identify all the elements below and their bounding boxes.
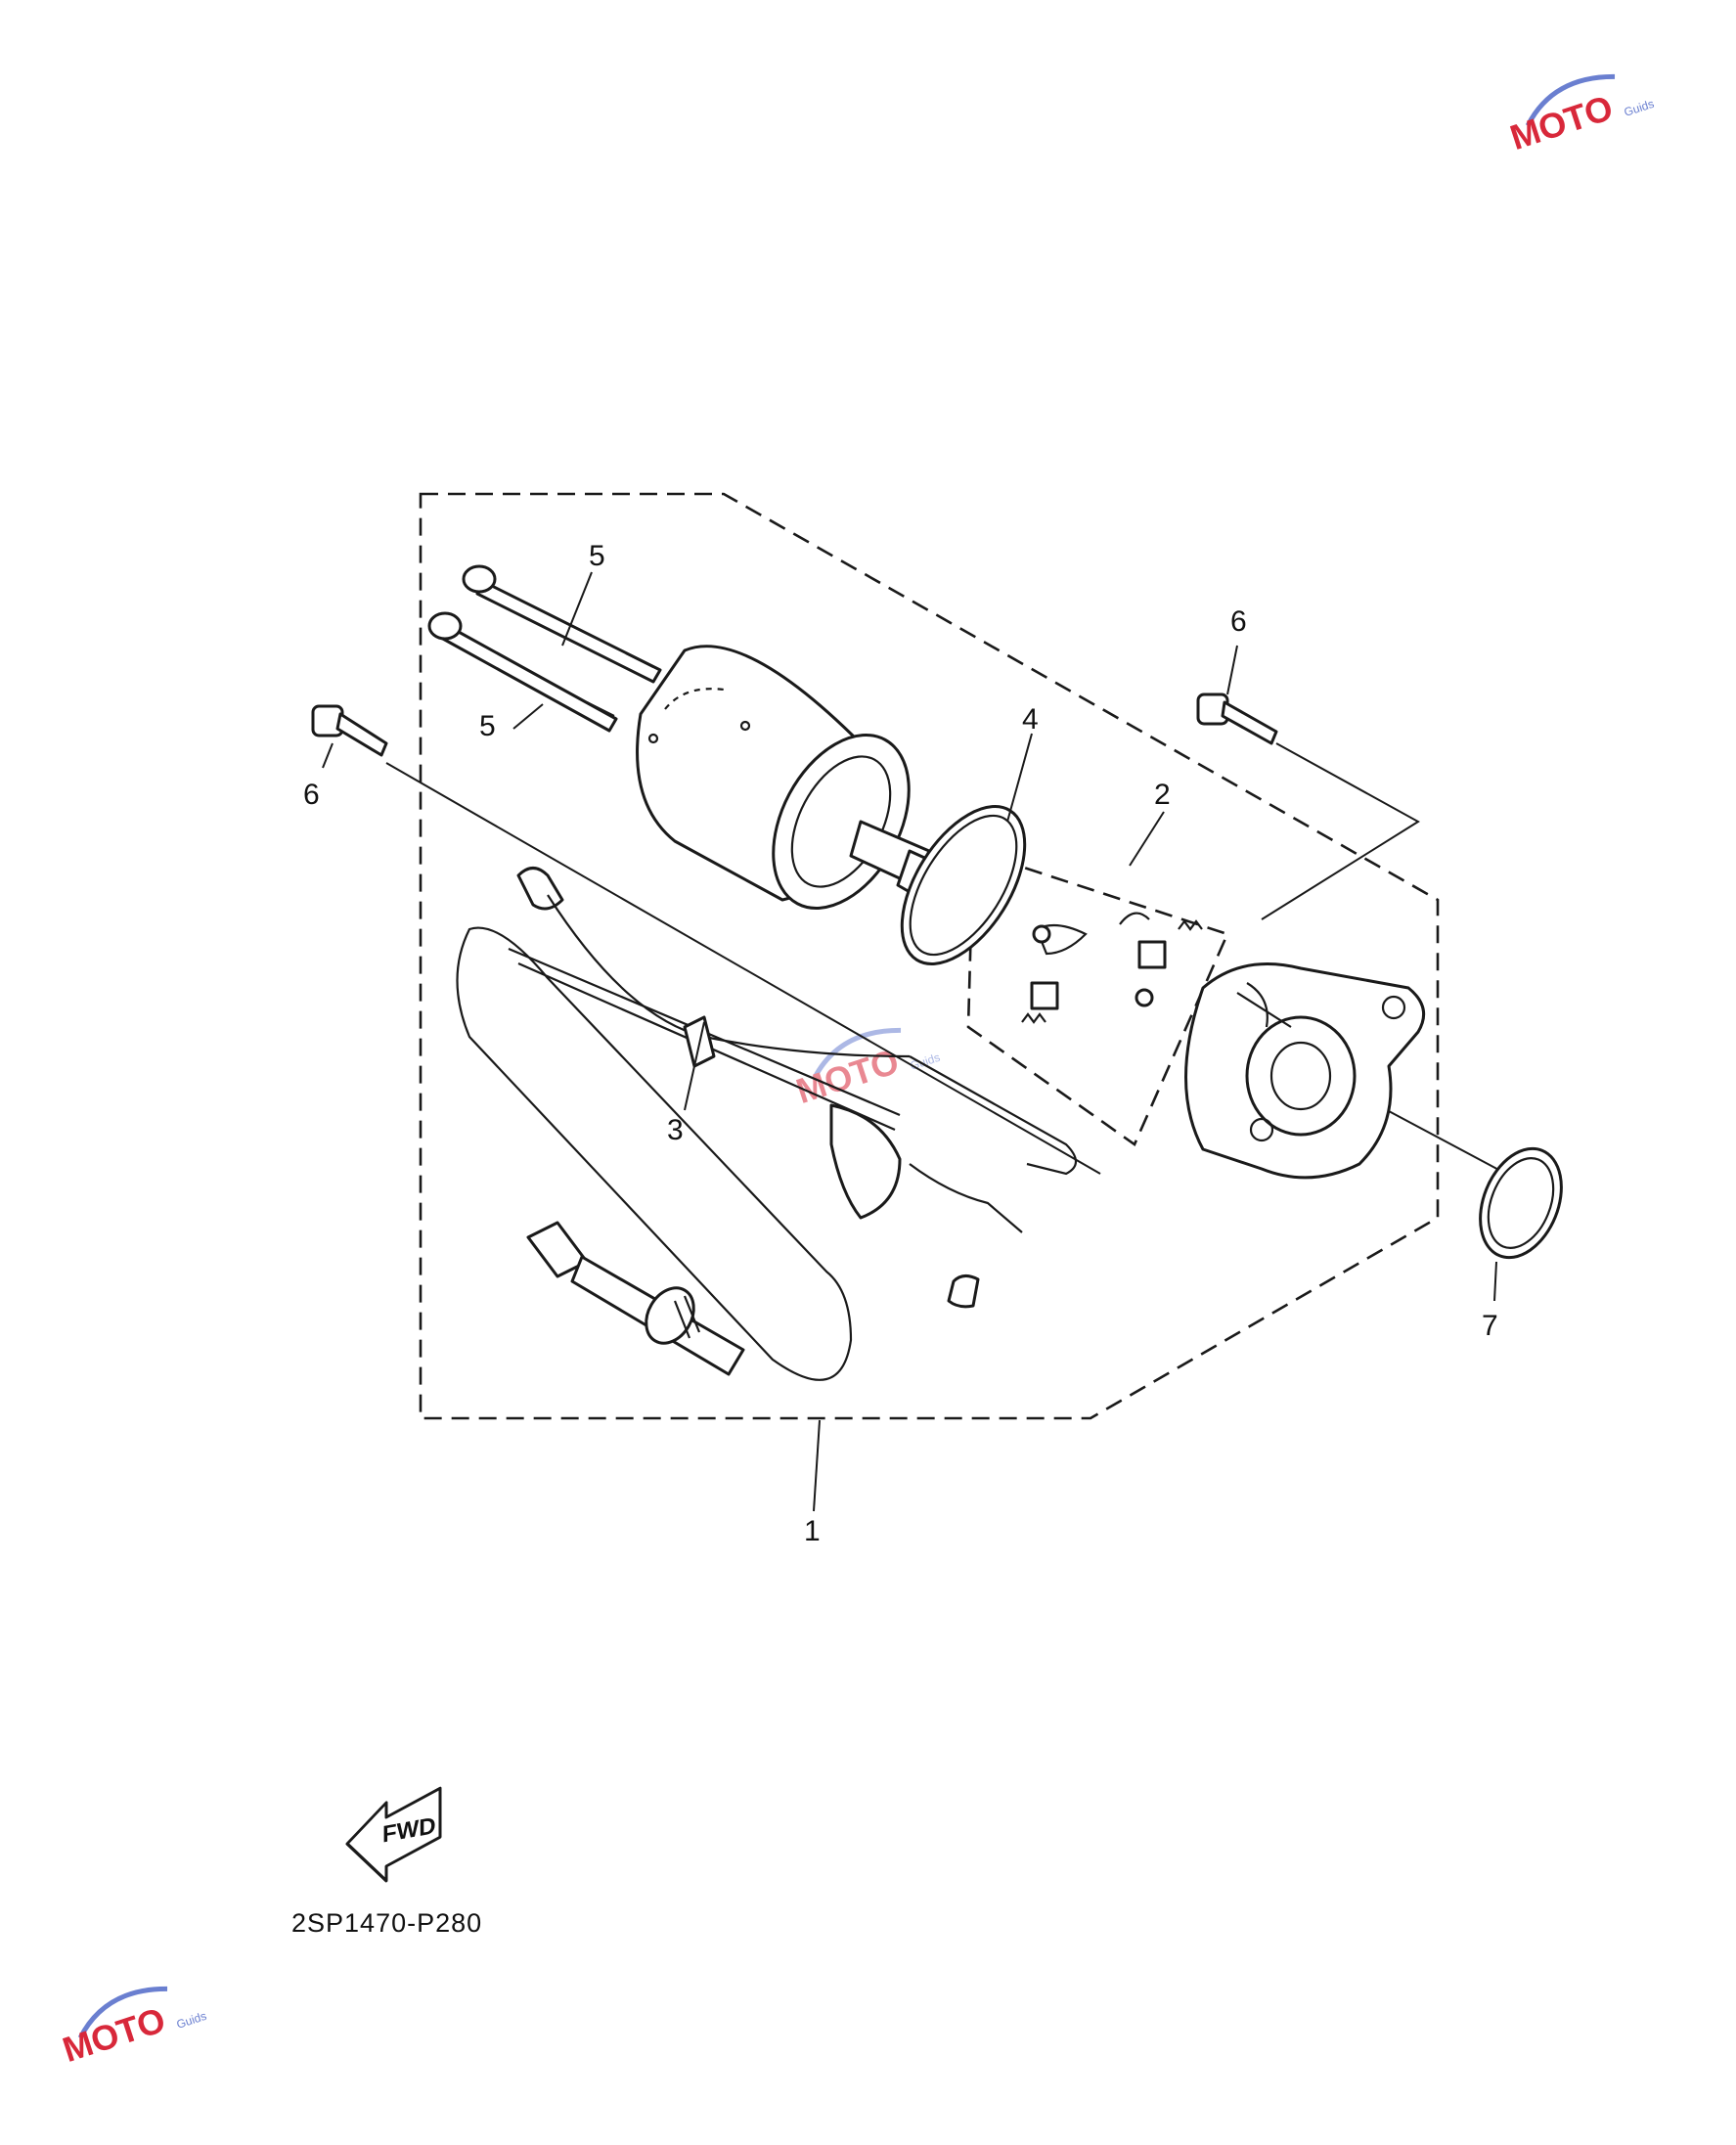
screw-6-left <box>311 704 388 757</box>
callout-1: 1 <box>804 1515 821 1547</box>
watermark-logo-center: MOTO Guids <box>791 1027 942 1111</box>
callout-7: 7 <box>1482 1310 1498 1342</box>
callout-5-lower: 5 <box>479 710 496 742</box>
callout-6-right: 6 <box>1230 605 1247 638</box>
bolt-6-leader-right <box>1261 742 1420 920</box>
forward-arrow-icon: FWD <box>345 1786 442 1883</box>
callout-6-left: 6 <box>303 779 320 811</box>
o-ring-7 <box>1479 1146 1563 1260</box>
brush-set-outline <box>966 849 1229 1146</box>
watermark-logo-bottom: MOTO Guids <box>58 1986 208 2070</box>
assembly-outline <box>419 492 1440 1420</box>
watermark-brand: MOTO <box>1505 87 1618 157</box>
brush-set-parts <box>1021 912 1203 1024</box>
callout-5-upper: 5 <box>589 540 605 572</box>
rear-cover-bracket <box>1184 962 1426 1180</box>
watermark-logo-top: MOTO Guids <box>1505 73 1656 157</box>
lead-wire-assembly <box>508 867 1078 1309</box>
bolt-6-leader-left <box>385 762 1101 1175</box>
watermark-sub: Guids <box>175 2009 208 2032</box>
watermark-brand: MOTO <box>58 1999 170 2070</box>
assembly-leader <box>813 1419 821 1512</box>
watermark-sub: Guids <box>909 1050 942 1073</box>
screw-6-right <box>1196 693 1278 745</box>
motor-yoke <box>636 645 911 910</box>
callout-4: 4 <box>1022 703 1039 736</box>
diagram-code: 2SP1470-P280 <box>291 1908 482 1938</box>
pinion-drive-outline <box>456 926 853 1381</box>
through-bolt-lower <box>427 611 618 733</box>
callout-2: 2 <box>1154 779 1171 811</box>
callout-3: 3 <box>667 1114 684 1146</box>
pinion-gear <box>526 1221 745 1376</box>
watermark-sub: Guids <box>1623 97 1656 119</box>
